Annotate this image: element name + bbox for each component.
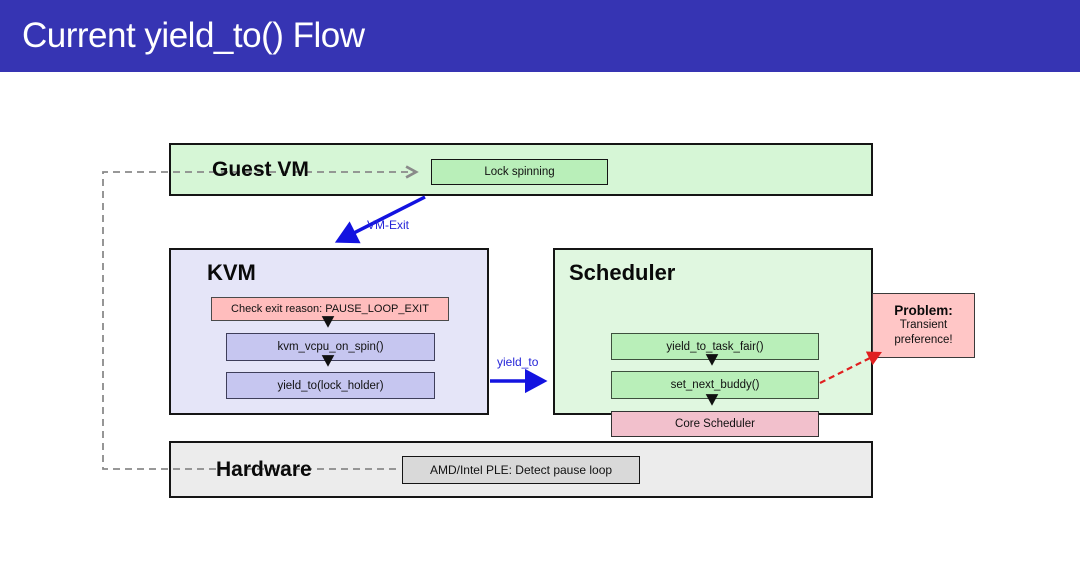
check-exit-reason-box: Check exit reason: PAUSE_LOOP_EXIT xyxy=(211,297,449,321)
yield-to-arrow-label: yield_to xyxy=(497,355,539,369)
kvm-label: KVM xyxy=(207,260,256,285)
yield-to-task-fair-label: yield_to_task_fair() xyxy=(666,340,764,353)
vm-exit-arrow-label: VM-Exit xyxy=(367,218,409,232)
set-next-buddy-label: set_next_buddy() xyxy=(670,379,760,391)
lock-spinning-box: Lock spinning xyxy=(431,159,608,185)
problem-title: Problem: xyxy=(894,303,953,318)
lock-spinning-label: Lock spinning xyxy=(484,166,555,178)
kvm-vcpu-on-spin-box: kvm_vcpu_on_spin() xyxy=(226,333,435,361)
scheduler-box: Scheduler yield_to_task_fair() set_next_… xyxy=(553,248,873,437)
scheduler-label: Scheduler xyxy=(569,260,676,285)
core-scheduler-box: Core Scheduler xyxy=(611,411,819,437)
problem-note-box: Problem: Transient preference! xyxy=(872,293,975,358)
ple-detect-box: AMD/Intel PLE: Detect pause loop xyxy=(402,456,640,484)
yield-to-task-fair-box: yield_to_task_fair() xyxy=(611,333,819,360)
guest-vm-label: Guest VM xyxy=(212,157,309,181)
kvm-box: KVM Check exit reason: PAUSE_LOOP_EXIT k… xyxy=(169,248,489,415)
set-next-buddy-box: set_next_buddy() xyxy=(611,371,819,399)
problem-line-2: preference! xyxy=(894,334,953,346)
guest-vm-box: Guest VM Lock spinning xyxy=(169,143,873,196)
yield-to-lock-holder-box: yield_to(lock_holder) xyxy=(226,372,435,399)
hardware-box: Hardware AMD/Intel PLE: Detect pause loo… xyxy=(169,441,873,498)
slide-header-bar: Current yield_to() Flow xyxy=(0,0,1080,72)
slide-title: Current yield_to() Flow xyxy=(22,16,365,55)
check-exit-reason-label: Check exit reason: PAUSE_LOOP_EXIT xyxy=(231,303,429,315)
hardware-label: Hardware xyxy=(216,457,312,481)
yield-to-lock-holder-label: yield_to(lock_holder) xyxy=(277,379,384,392)
ple-detect-label: AMD/Intel PLE: Detect pause loop xyxy=(429,463,613,477)
core-scheduler-label: Core Scheduler xyxy=(675,418,755,430)
problem-line-1: Transient xyxy=(899,319,948,331)
kvm-vcpu-on-spin-label: kvm_vcpu_on_spin() xyxy=(277,341,384,353)
